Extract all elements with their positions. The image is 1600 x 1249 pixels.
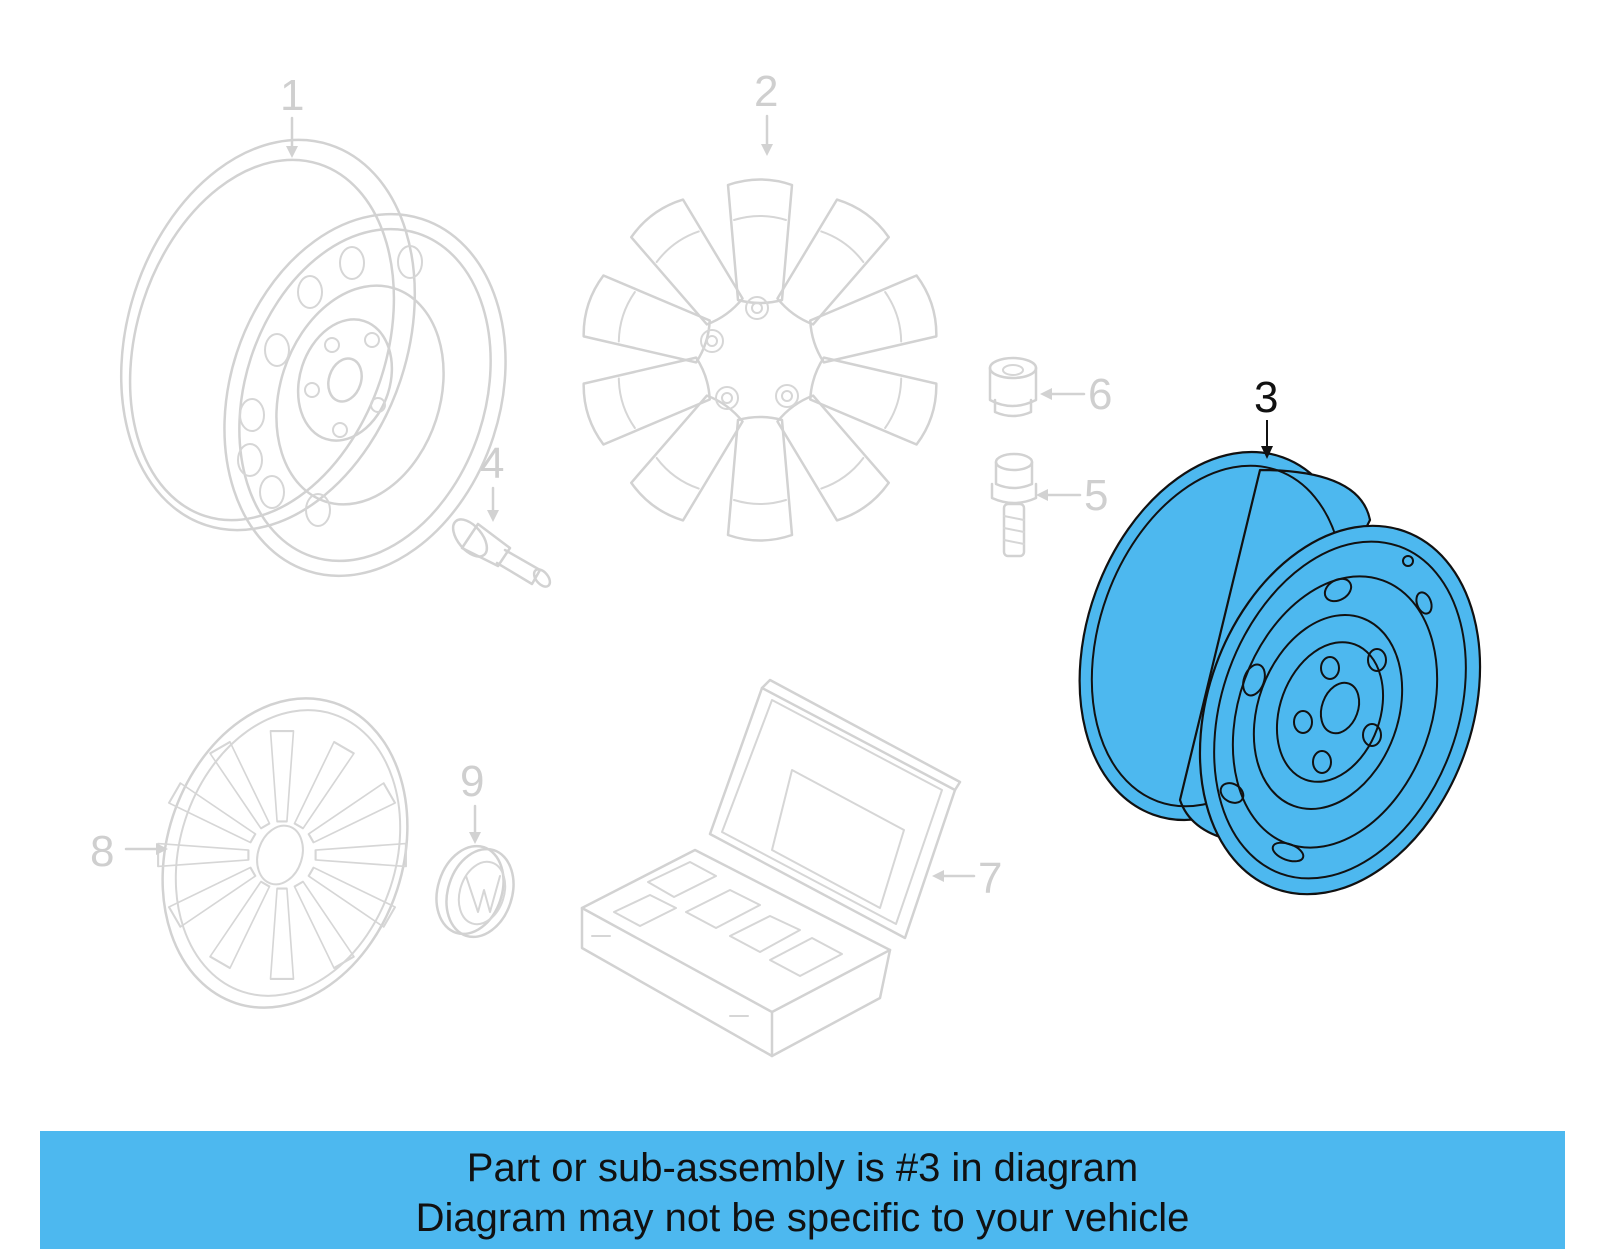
part-5-wheel-bolt[interactable] — [990, 452, 1038, 558]
hubcap-spoke — [209, 740, 271, 830]
alloy-spoke-detail — [733, 215, 787, 221]
hubcap-spoke — [307, 782, 397, 844]
alloy-spoke — [809, 274, 938, 364]
callout-6-arrowhead — [1040, 388, 1052, 400]
hubcap-spoke — [167, 782, 257, 844]
alloy-spoke-detail — [733, 499, 787, 505]
alloy-spoke — [629, 198, 744, 326]
callout-9: 9 — [460, 757, 484, 806]
hubcap-spoke — [209, 880, 271, 970]
part-8-hubcap[interactable] — [124, 666, 446, 1039]
alloy-spoke-detail — [820, 456, 865, 490]
alloy-spoke-detail — [884, 291, 903, 343]
callout-4-arrowhead — [487, 510, 499, 522]
hubcap-spoke — [307, 866, 397, 928]
callout-5-arrowhead — [1036, 489, 1048, 501]
callout-6: 6 — [1088, 370, 1112, 419]
hubcap-spoke — [157, 842, 250, 868]
alloy-spoke-detail — [655, 230, 700, 264]
info-banner: Part or sub-assembly is #3 in diagram Di… — [40, 1131, 1565, 1249]
alloy-spoke-detail — [884, 377, 903, 429]
banner-line-1: Part or sub-assembly is #3 in diagram — [466, 1146, 1139, 1190]
part-2-alloy-wheel[interactable] — [578, 178, 941, 542]
callout-8: 8 — [90, 827, 114, 876]
callout-7: 7 — [978, 854, 1002, 903]
alloy-spoke — [726, 415, 794, 542]
callout-9-arrowhead — [469, 832, 481, 844]
part-4-valve-stem[interactable] — [447, 513, 553, 589]
alloy-spoke — [776, 394, 891, 522]
callout-2-arrowhead — [761, 144, 773, 156]
callout-2: 2 — [754, 67, 778, 116]
callout-7-arrowhead — [932, 870, 944, 882]
alloy-spoke-detail — [820, 230, 865, 264]
callout-4: 4 — [480, 439, 504, 488]
alloy-spoke — [582, 356, 711, 446]
alloy-spoke — [726, 178, 794, 305]
callout-3: 3 — [1254, 373, 1278, 422]
alloy-spoke-detail — [617, 377, 636, 429]
banner-line-2: Diagram may not be specific to your vehi… — [415, 1196, 1190, 1240]
alloy-spoke — [629, 394, 744, 522]
alloy-spoke — [809, 356, 938, 446]
alloy-spoke-detail — [617, 291, 636, 343]
hubcap-spoke — [269, 730, 295, 823]
callout-1: 1 — [280, 71, 304, 120]
callout-1-arrowhead — [286, 146, 298, 158]
part-7-tool-case[interactable] — [580, 678, 962, 1058]
hubcap-spoke — [293, 880, 355, 970]
alloy-spoke — [776, 198, 891, 326]
hubcap-spoke — [167, 866, 257, 928]
part-1-steel-wheel[interactable] — [73, 102, 551, 613]
callout-3-arrowhead — [1261, 446, 1273, 459]
part-3-steel-wheel-highlighted[interactable] — [1031, 413, 1529, 934]
hubcap-spoke — [269, 887, 295, 980]
hubcap-spoke — [314, 842, 407, 868]
callout-8-arrowhead — [156, 843, 168, 855]
part-6-locking-bolt[interactable] — [988, 356, 1038, 418]
alloy-spoke-detail — [655, 456, 700, 490]
hubcap-spoke — [293, 740, 355, 830]
part-9-center-cap[interactable] — [426, 837, 525, 945]
callout-5: 5 — [1084, 471, 1108, 520]
